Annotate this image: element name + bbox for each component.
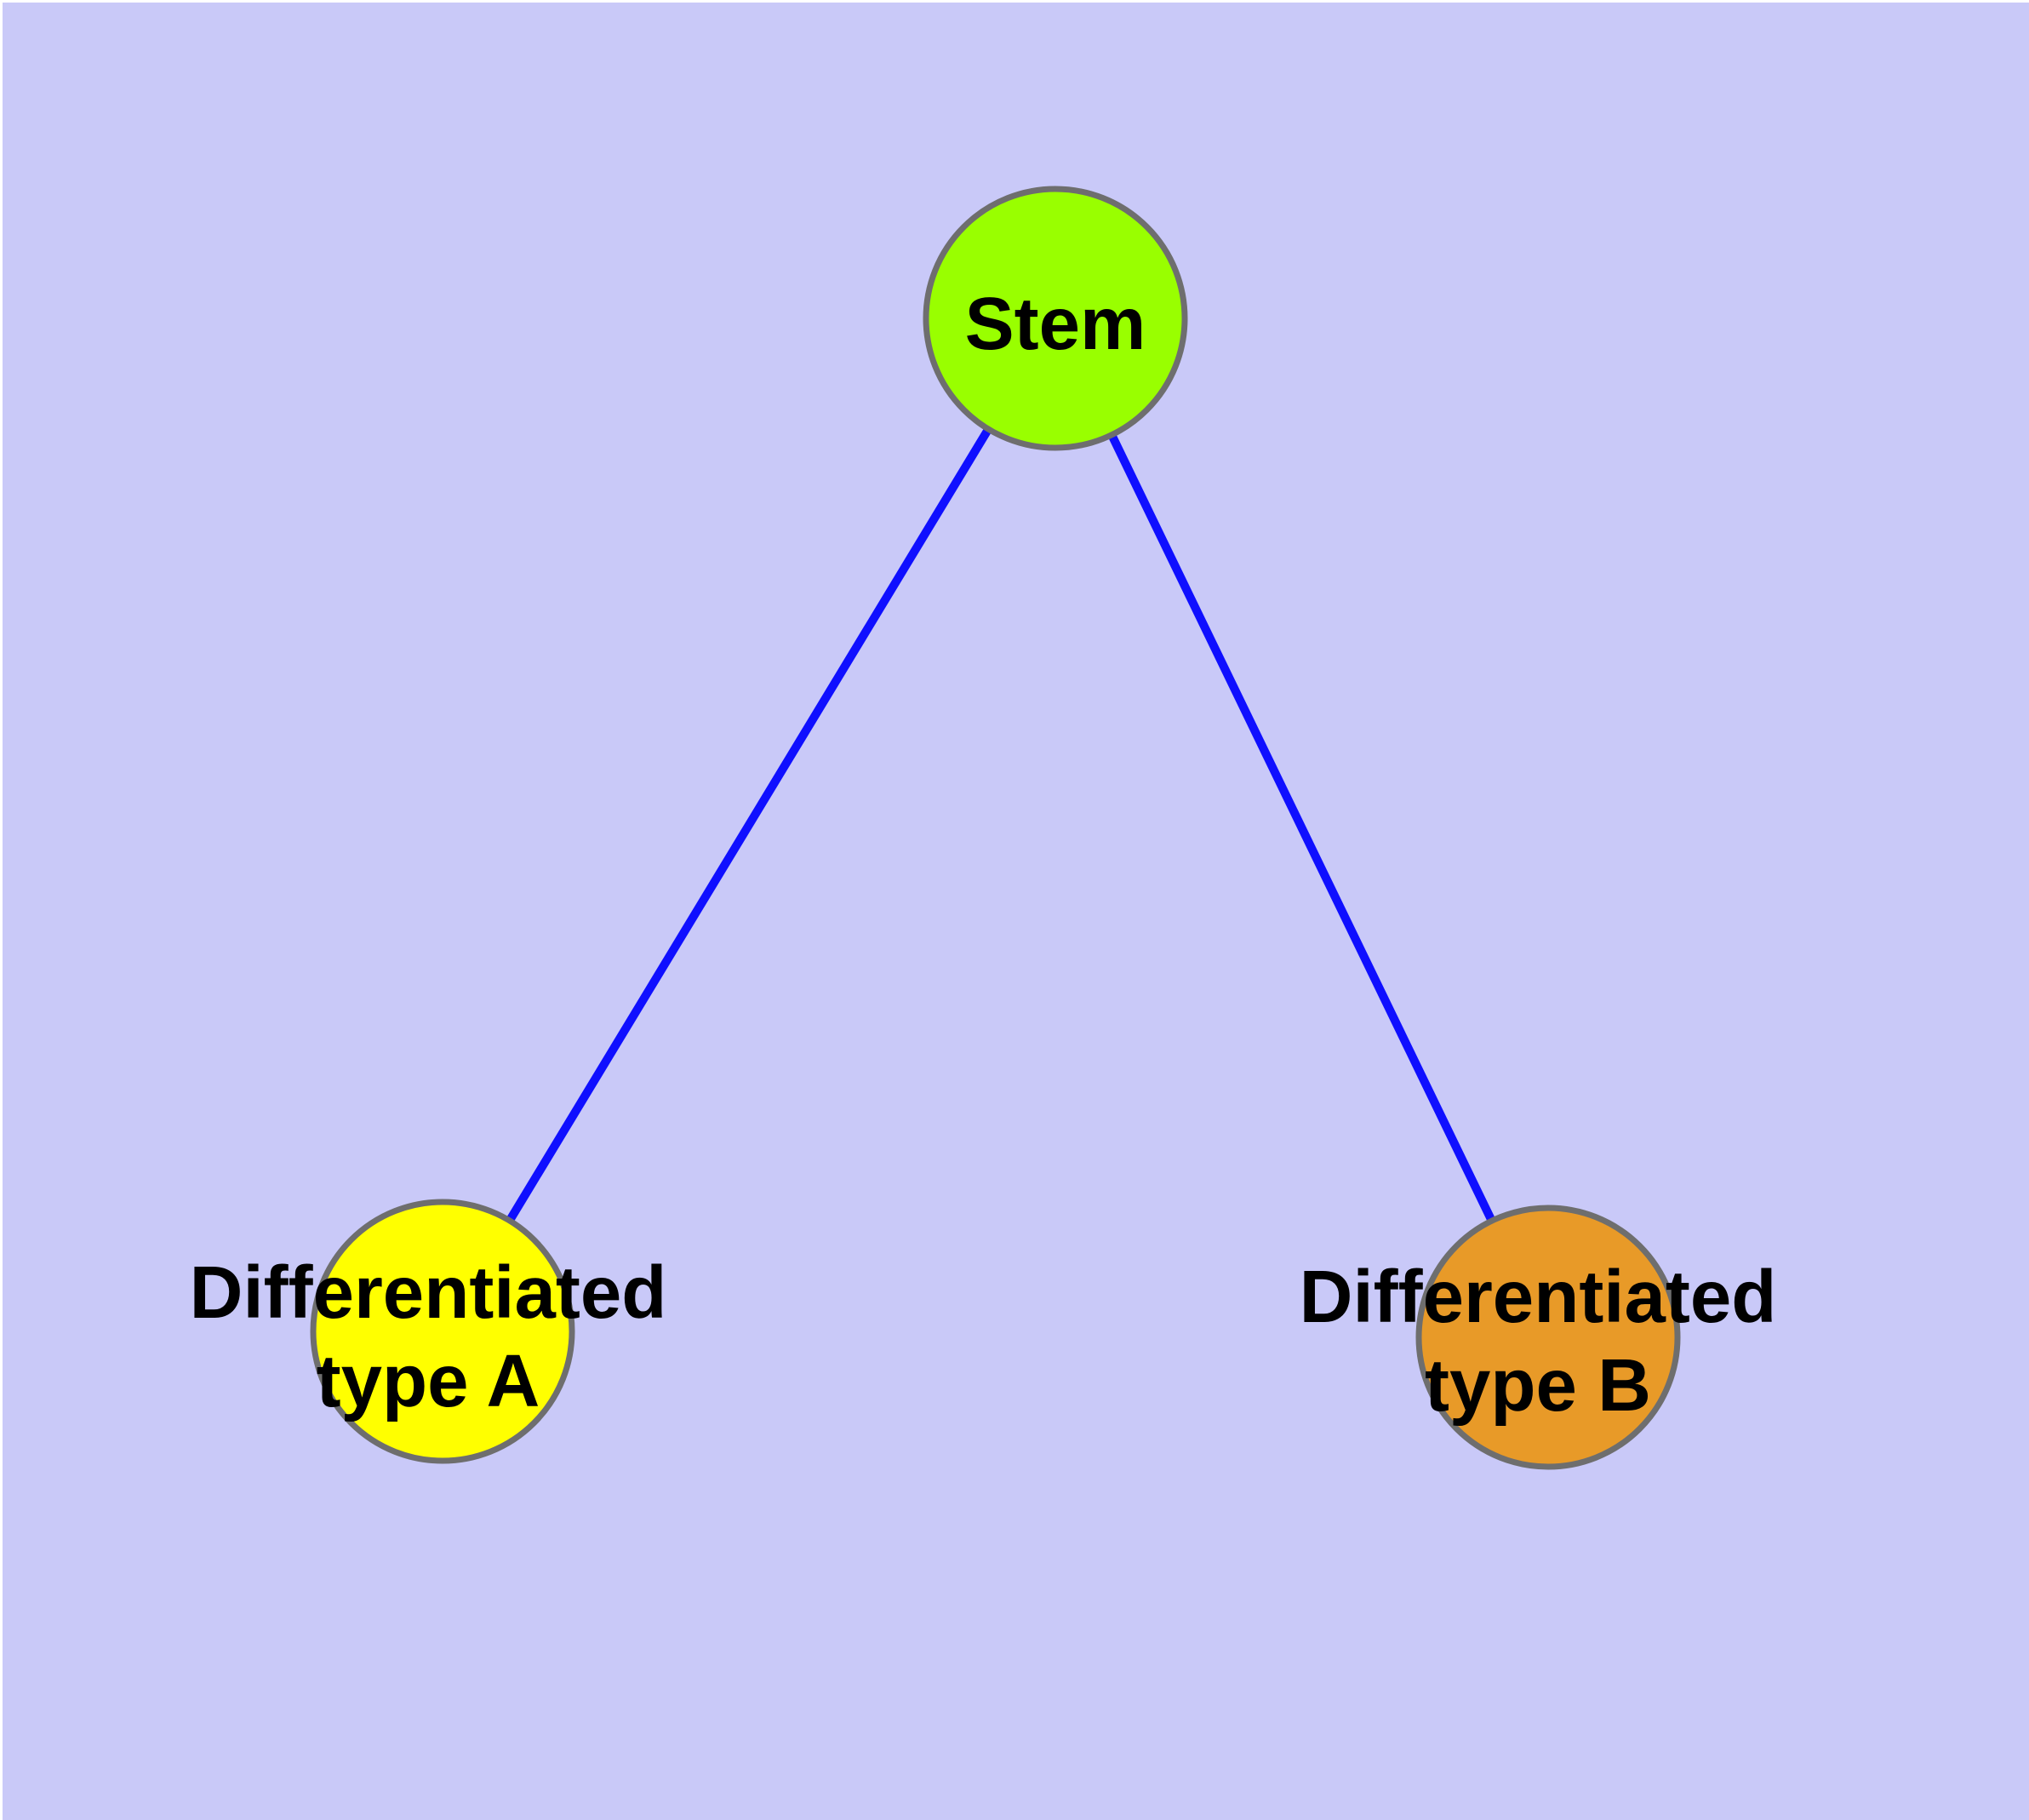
node-type-a-label-line1: Differentiated — [190, 1251, 667, 1334]
node-differentiated-type-a — [310, 1199, 575, 1464]
node-group — [310, 186, 1681, 1470]
edge-stem-to-type-a — [438, 316, 1060, 1334]
node-type-a-label-line2: type A — [317, 1340, 540, 1422]
node-differentiated-type-b — [1415, 1205, 1681, 1470]
edge-stem-to-type-b — [1051, 316, 1552, 1340]
node-type-b-label-line2: type B — [1425, 1344, 1651, 1427]
node-stem — [923, 186, 1188, 451]
node-type-b-label-line1: Differentiated — [1300, 1256, 1777, 1338]
edge-group — [438, 316, 1552, 1340]
label-group: Stem Differentiated type A Differentiate… — [190, 283, 1777, 1427]
node-stem-label: Stem — [965, 283, 1146, 365]
